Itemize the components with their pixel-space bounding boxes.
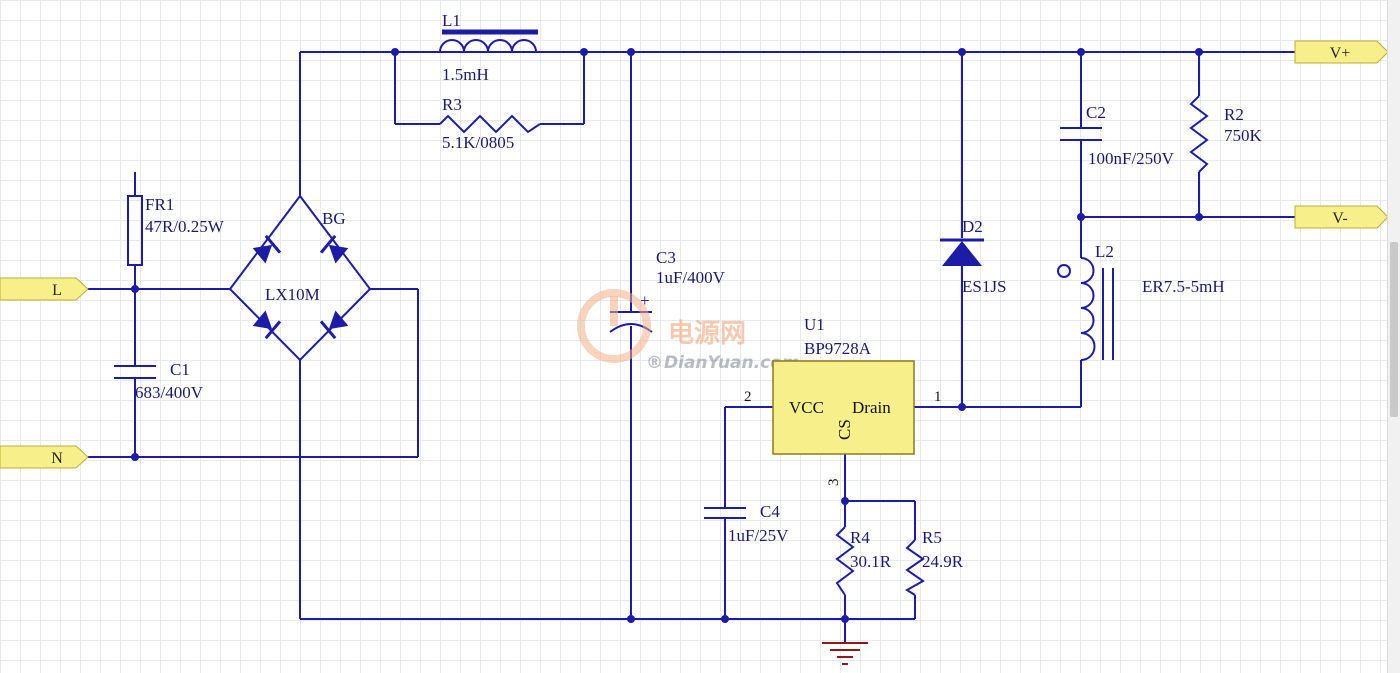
FR1-value: 47R/0.25W bbox=[145, 217, 225, 236]
ic-U1[interactable]: VCC Drain CS 2 1 3 U1 BP9728A bbox=[744, 315, 942, 486]
U1-value: BP9728A bbox=[804, 339, 872, 358]
bridge-rectifier-BG[interactable]: BG LX10M bbox=[228, 194, 372, 362]
port-N-label: N bbox=[51, 450, 63, 467]
C1-value: 683/400V bbox=[135, 383, 204, 402]
R4-value: 30.1R bbox=[850, 552, 892, 571]
ground-icon bbox=[822, 642, 868, 665]
U1-pin1-number: 1 bbox=[934, 389, 942, 405]
C1-ref: C1 bbox=[170, 360, 190, 379]
U1-pin3-number: 3 bbox=[826, 479, 842, 487]
U1-pin-drain: Drain bbox=[852, 398, 891, 417]
dianyuan-watermark-logo: 电源网 DianYuan.com ® bbox=[577, 289, 800, 373]
resistor-R4[interactable]: R4 30.1R bbox=[835, 526, 892, 596]
polarity-dot-icon bbox=[1057, 264, 1071, 278]
R5-ref: R5 bbox=[922, 528, 942, 547]
D2-ref: D2 bbox=[962, 217, 983, 236]
FR1-ref: FR1 bbox=[145, 195, 174, 214]
inductor-L1[interactable]: L1 1.5mH bbox=[439, 11, 538, 84]
watermark-english: DianYuan.com bbox=[664, 353, 800, 373]
port-V-plus-label: V+ bbox=[1330, 45, 1351, 62]
C4-value: 1uF/25V bbox=[728, 526, 789, 545]
BG-value: LX10M bbox=[265, 285, 320, 304]
power-logo-icon bbox=[577, 289, 651, 363]
watermark-chinese: 电源网 bbox=[668, 319, 746, 349]
scrollbar-thumb[interactable] bbox=[1390, 242, 1398, 417]
bridge-diode-icon bbox=[319, 234, 349, 264]
inductor-L2[interactable]: L2 ER7.5-5mH bbox=[1057, 242, 1225, 361]
resistor-R5[interactable]: R5 24.9R bbox=[905, 528, 964, 596]
resistor-R2[interactable]: R2 750K bbox=[1189, 95, 1263, 173]
junction-dots bbox=[131, 48, 1203, 623]
port-L-label: L bbox=[52, 282, 62, 299]
resistor-R3[interactable]: R3 5.1K/0805 bbox=[439, 95, 541, 152]
bridge-diode-icon bbox=[319, 310, 349, 340]
U1-pin-vcc: VCC bbox=[789, 398, 824, 417]
L2-value: ER7.5-5mH bbox=[1142, 277, 1225, 296]
L1-value: 1.5mH bbox=[442, 65, 489, 84]
vertical-scrollbar[interactable] bbox=[1387, 0, 1400, 673]
R5-value: 24.9R bbox=[922, 552, 964, 571]
bridge-diode-icon bbox=[252, 310, 282, 340]
port-L[interactable]: L bbox=[0, 277, 89, 301]
C2-ref: C2 bbox=[1086, 103, 1106, 122]
C3-ref: C3 bbox=[656, 248, 676, 267]
U1-pin-cs: CS bbox=[835, 419, 854, 440]
BG-ref: BG bbox=[322, 209, 346, 228]
wires bbox=[88, 51, 1295, 643]
port-V-plus[interactable]: V+ bbox=[1294, 40, 1388, 64]
C3-value: 1uF/400V bbox=[656, 268, 726, 287]
C4-ref: C4 bbox=[760, 502, 780, 521]
port-V-minus[interactable]: V- bbox=[1294, 205, 1388, 229]
capacitor-C4[interactable]: C4 1uF/25V bbox=[704, 502, 789, 545]
D2-value: ES1JS bbox=[962, 277, 1006, 296]
capacitor-C1[interactable]: C1 683/400V bbox=[114, 360, 204, 402]
fuse-resistor-FR1[interactable]: FR1 47R/0.25W bbox=[127, 195, 225, 266]
L1-ref: L1 bbox=[442, 11, 461, 30]
watermark-registered: ® bbox=[646, 353, 663, 373]
U1-pin2-number: 2 bbox=[744, 389, 752, 405]
diode-D2[interactable]: D2 ES1JS bbox=[940, 217, 1006, 296]
R2-ref: R2 bbox=[1224, 105, 1244, 124]
port-V-minus-label: V- bbox=[1332, 210, 1347, 227]
L2-ref: L2 bbox=[1095, 242, 1114, 261]
R4-ref: R4 bbox=[850, 528, 870, 547]
R3-ref: R3 bbox=[442, 95, 462, 114]
bridge-diode-icon bbox=[252, 234, 282, 264]
R2-value: 750K bbox=[1224, 126, 1263, 145]
port-N[interactable]: N bbox=[0, 445, 89, 469]
C2-value: 100nF/250V bbox=[1088, 149, 1175, 168]
R3-value: 5.1K/0805 bbox=[442, 133, 514, 152]
U1-ref: U1 bbox=[804, 315, 825, 334]
C3-polarity: + bbox=[640, 291, 650, 310]
capacitor-C2[interactable]: C2 100nF/250V bbox=[1060, 103, 1175, 168]
